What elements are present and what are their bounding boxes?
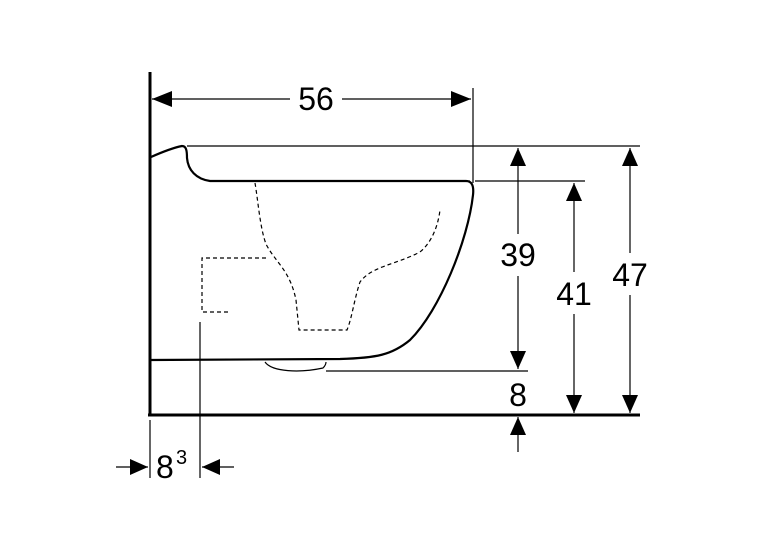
dimension-rim-height: 41 (556, 183, 592, 413)
dim-47-arrow-top (622, 148, 638, 166)
dim-39-label: 39 (500, 237, 536, 273)
trap-dashed (201, 257, 266, 313)
dim-8-label: 8 (509, 377, 527, 413)
dim-offset-superscript: 3 (176, 447, 187, 469)
dimension-floor-clearance: 8 (509, 377, 527, 452)
dim-41-label: 41 (556, 276, 592, 312)
dim-depth-label: 56 (298, 81, 334, 117)
dim-47-label: 47 (612, 257, 648, 293)
dim-depth-arrow-left (152, 91, 172, 107)
dimension-total-height: 47 (612, 148, 648, 413)
dim-41-arrow-bottom (566, 395, 582, 413)
dim-depth-arrow-right (451, 91, 471, 107)
dim-47-arrow-bottom (622, 395, 638, 413)
hidden-lines (201, 180, 470, 331)
toilet-underside-curve (264, 361, 327, 372)
dim-offset-arrow-left (130, 459, 148, 475)
dim-offset-arrow-right (202, 459, 220, 475)
dim-41-arrow-top (566, 183, 582, 201)
dim-39-arrow-bottom (510, 351, 526, 369)
toilet-outline (148, 144, 640, 372)
dimension-bowl-height: 39 (500, 148, 536, 369)
dimension-wall-offset: 8 3 (116, 447, 234, 485)
toilet-rim-and-bowl (148, 144, 475, 362)
wall-and-floor (148, 72, 640, 417)
dimension-depth: 56 (152, 81, 471, 117)
bowl-inner-dashed (254, 182, 441, 331)
dim-39-arrow-top (510, 148, 526, 166)
dim-offset-label: 8 (156, 449, 174, 485)
extension-lines (149, 88, 585, 478)
dim-8-arrow-up (510, 417, 526, 435)
